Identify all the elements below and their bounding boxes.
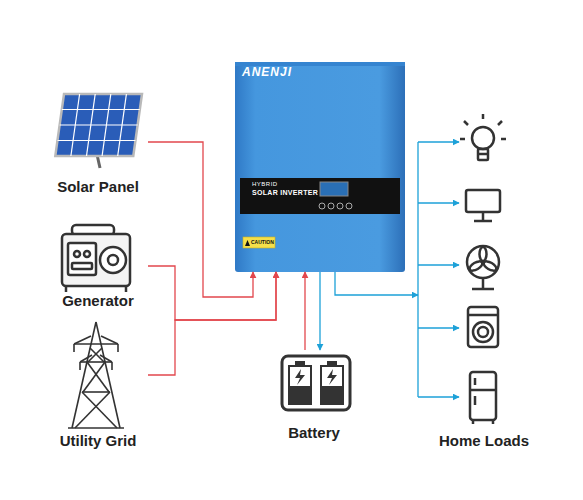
battery-icon (282, 356, 350, 410)
bulb-icon (460, 114, 506, 160)
solar-panel-icon (55, 94, 142, 168)
node-label: Home Loads (439, 432, 529, 450)
fridge-icon (470, 372, 496, 424)
monitor-icon (466, 190, 500, 221)
brand-logo: ANENJI (242, 66, 292, 78)
node-label: Generator (62, 292, 134, 310)
power-connector (319, 272, 320, 350)
transmission-tower-icon (68, 322, 124, 428)
power-connector (148, 266, 276, 320)
generator-node: Generator (48, 222, 148, 310)
solar-panel-node: Solar Panel (48, 88, 148, 196)
power-connector (148, 272, 276, 375)
load-wiring (418, 142, 459, 397)
generator-icon (62, 225, 130, 292)
washer-icon (468, 307, 498, 347)
battery-node: Battery (268, 350, 360, 442)
node-label: Utility Grid (60, 432, 137, 450)
power-connector (148, 142, 253, 297)
power-connector (304, 272, 305, 350)
node-label: Solar Panel (57, 178, 139, 196)
inverter-housing (235, 62, 405, 272)
product-name: SOLAR INVERTER (252, 189, 318, 196)
utility-grid-node: Utility Grid (48, 318, 148, 450)
model-line: HYBRID (252, 181, 278, 187)
home-loads-node: Home Loads (418, 110, 550, 450)
power-connector (335, 272, 418, 295)
caution-sticker-text: CAUTION (251, 240, 274, 245)
node-label: Battery (288, 424, 340, 442)
fan-icon (467, 246, 499, 289)
